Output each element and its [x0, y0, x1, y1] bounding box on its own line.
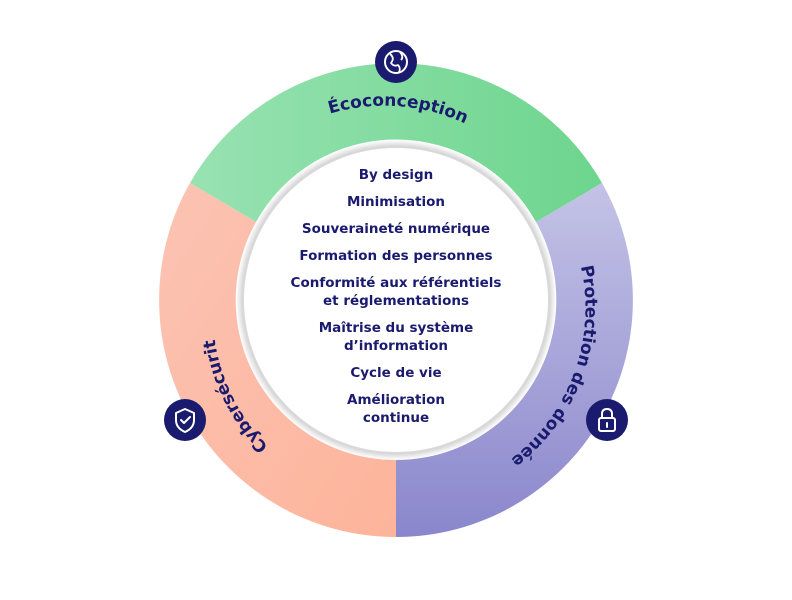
principle-item: Souveraineté numérique — [246, 220, 546, 238]
globe-icon — [375, 41, 417, 83]
principle-text: Minimisation — [346, 194, 446, 210]
principle-item: Conformité aux référentiels et réglement… — [246, 274, 546, 310]
principles-list: By design Minimisation Souveraineté numé… — [246, 166, 546, 436]
principle-text-line2: et réglementations — [323, 293, 469, 309]
principle-text: By design — [358, 167, 434, 183]
principle-item: Minimisation — [246, 193, 546, 211]
principle-item: Amélioration continue — [246, 391, 546, 427]
principle-text-line2: d’information — [344, 338, 448, 354]
segment-ecoconception — [190, 63, 602, 222]
shield-icon — [164, 399, 206, 441]
padlock-icon — [586, 399, 628, 441]
principle-item: Formation des personnes — [246, 247, 546, 265]
segment-cybersecurite — [159, 183, 396, 537]
segment-protection — [396, 183, 633, 537]
principle-text: Souveraineté numérique — [301, 221, 491, 237]
principle-text: Maîtrise du système — [318, 320, 474, 336]
principle-item: Cycle de vie — [246, 364, 546, 382]
principle-text: Amélioration — [347, 392, 445, 408]
principle-text: Formation des personnes — [299, 248, 493, 264]
principle-text-line2: continue — [362, 410, 430, 426]
principle-item: By design — [246, 166, 546, 184]
principle-text: Conformité aux référentiels — [290, 275, 502, 291]
inner-circle — [244, 148, 548, 452]
principle-text: Cycle de vie — [350, 365, 442, 381]
principle-item: Maîtrise du système d’information — [246, 319, 546, 355]
